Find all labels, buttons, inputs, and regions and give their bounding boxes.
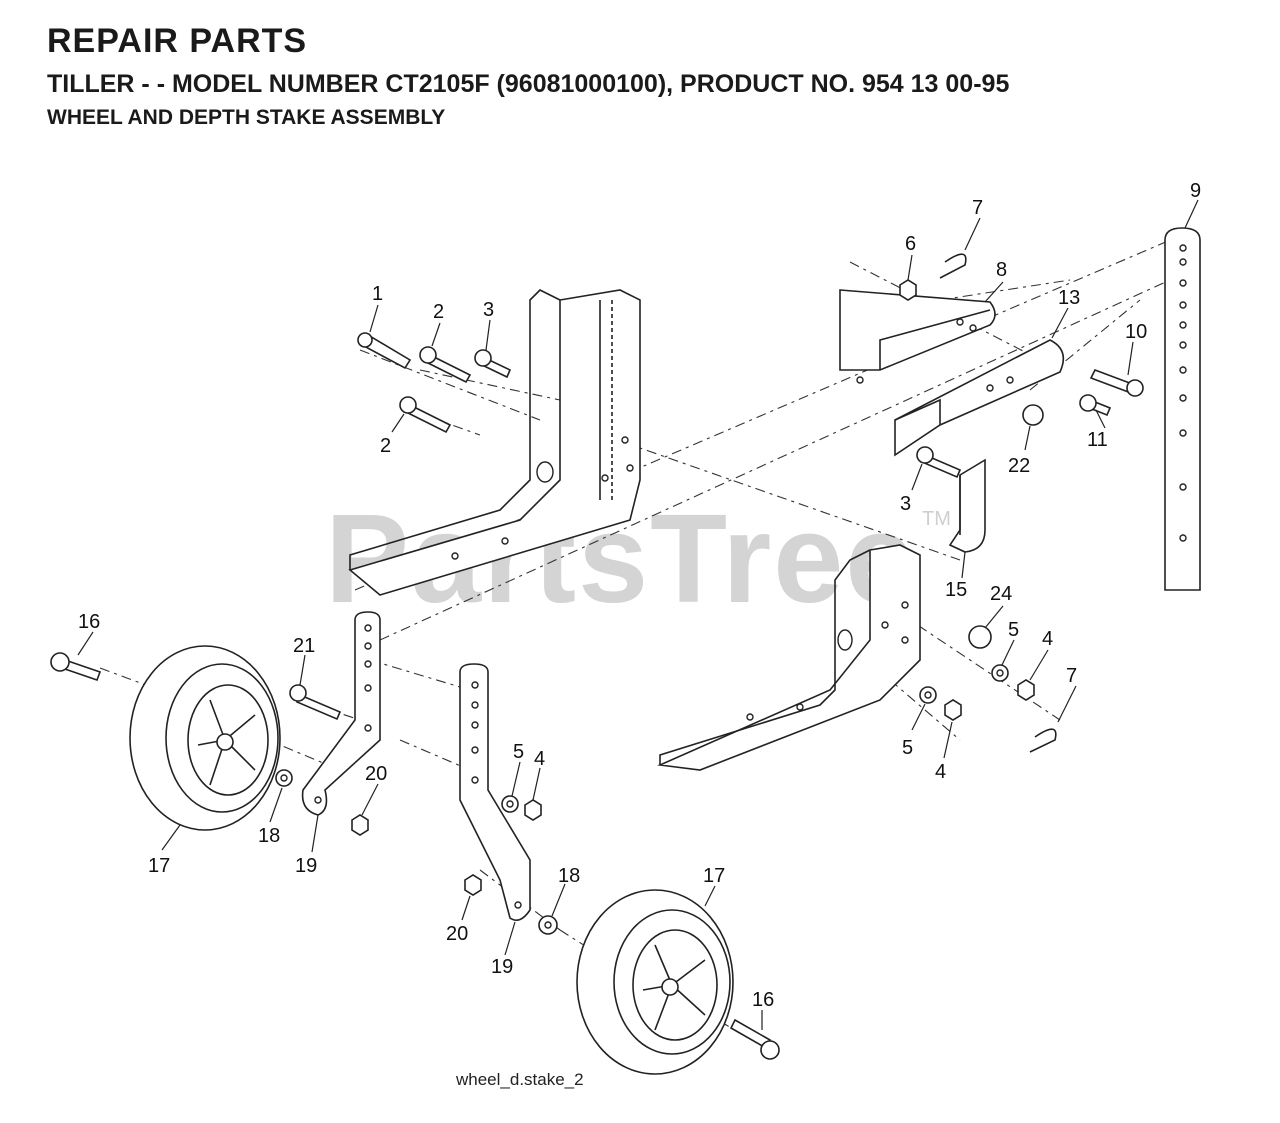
callout-3a: 3 xyxy=(483,299,494,321)
callout-19a: 19 xyxy=(295,855,317,877)
stake-bracket-13 xyxy=(894,339,1065,457)
callout-17a: 17 xyxy=(148,855,170,877)
callout-24: 24 xyxy=(990,583,1012,605)
callout-18b: 18 xyxy=(558,865,580,887)
tiller-frame-right xyxy=(657,544,921,771)
callout-leaders xyxy=(77,199,1199,1030)
model-line: TILLER - - MODEL NUMBER CT2105F (9608100… xyxy=(47,70,1010,98)
depth-stake xyxy=(1164,227,1201,591)
callout-9: 9 xyxy=(1190,180,1201,202)
callout-1: 1 xyxy=(372,283,383,305)
assembly-name: WHEEL AND DEPTH STAKE ASSEMBLY xyxy=(47,106,446,129)
callout-16b: 16 xyxy=(752,989,774,1011)
callout-16a: 16 xyxy=(78,611,100,633)
callout-5a: 5 xyxy=(1008,619,1019,641)
page-title: REPAIR PARTS xyxy=(47,22,308,60)
callout-20a: 20 xyxy=(365,763,387,785)
callout-8: 8 xyxy=(996,259,1007,281)
callout-18a: 18 xyxy=(258,825,280,847)
callout-17b: 17 xyxy=(703,865,725,887)
callouts: 1 2 2 3 3 6 7 8 9 10 11 13 22 15 24 5 4 … xyxy=(78,180,1201,1011)
callout-2b: 2 xyxy=(380,435,391,457)
diagram-caption: wheel_d.stake_2 xyxy=(456,1070,584,1089)
stake-bracket-8 xyxy=(839,289,996,384)
callout-10: 10 xyxy=(1125,321,1147,343)
callout-19b: 19 xyxy=(491,956,513,978)
watermark-tm: TM xyxy=(922,508,951,530)
callout-21: 21 xyxy=(293,635,315,657)
callout-3b: 3 xyxy=(900,493,911,515)
wheel-bracket-right xyxy=(459,663,531,921)
callout-5b: 5 xyxy=(902,737,913,759)
callout-4a: 4 xyxy=(1042,628,1053,650)
callout-22: 22 xyxy=(1008,455,1030,477)
callout-11: 11 xyxy=(1087,429,1108,451)
callout-4c: 4 xyxy=(534,748,545,770)
tiller-frame-left xyxy=(348,289,641,596)
wheel-right xyxy=(576,889,734,1075)
callout-7a: 7 xyxy=(972,197,983,219)
callout-15: 15 xyxy=(945,579,967,601)
depth-stake-latch xyxy=(948,458,986,553)
hardware xyxy=(50,253,1144,1060)
wheel-bracket-left xyxy=(301,611,381,816)
callout-2a: 2 xyxy=(433,301,444,323)
callout-13: 13 xyxy=(1058,287,1080,309)
callout-6: 6 xyxy=(905,233,916,255)
callout-7b: 7 xyxy=(1066,665,1077,687)
callout-4b: 4 xyxy=(935,761,946,783)
callout-5c: 5 xyxy=(513,741,524,763)
callout-20b: 20 xyxy=(446,923,468,945)
wheel-left xyxy=(129,645,281,831)
